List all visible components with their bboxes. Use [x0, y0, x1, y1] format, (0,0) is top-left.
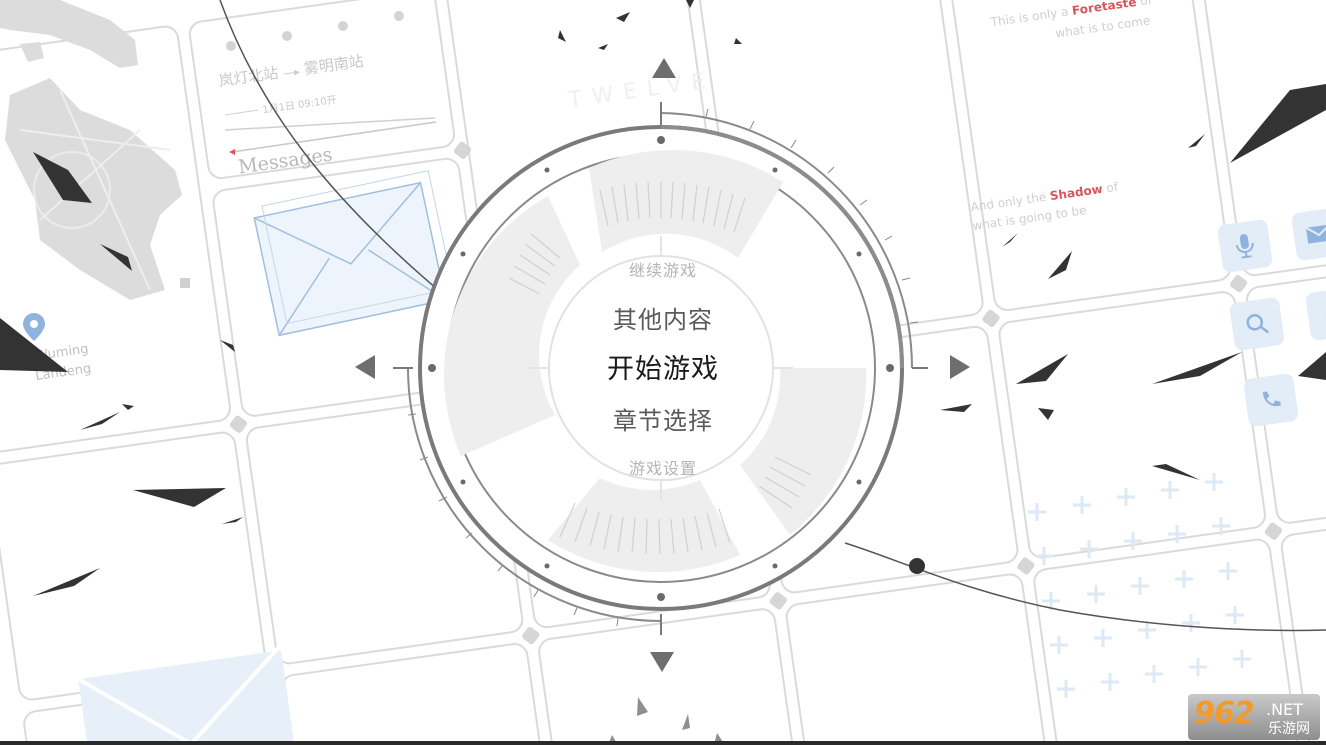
- phone-app-icon: [1242, 372, 1300, 428]
- menu-item-start-game[interactable]: 开始游戏: [607, 354, 719, 385]
- location-pin-icon: [23, 313, 45, 341]
- search-app-icon: [1228, 296, 1286, 352]
- mail-icon: [1305, 223, 1326, 244]
- falling-shards: [0, 0, 1326, 596]
- arrow-down-button[interactable]: [650, 652, 674, 672]
- watermark-suffix: .NET: [1266, 700, 1303, 719]
- site-watermark: 962 .NET 乐游网: [1188, 694, 1320, 740]
- menu-item-continue-game[interactable]: 继续游戏: [628, 261, 697, 280]
- search-icon: [1246, 314, 1270, 334]
- phone-icon: [1262, 391, 1281, 407]
- microphone-app-icon: [1216, 218, 1274, 274]
- menu-item-other-content[interactable]: 其他内容: [613, 306, 713, 334]
- arrow-right-button[interactable]: [950, 355, 970, 379]
- curve-handle-dot: [909, 558, 925, 574]
- watermark-cn: 乐游网: [1268, 721, 1310, 737]
- microphone-icon: [1235, 234, 1254, 259]
- bottom-edge-bar: [0, 741, 1326, 745]
- arrow-left-button[interactable]: [355, 355, 375, 379]
- envelope-icon: [253, 170, 454, 337]
- mail-app-icon: [1290, 206, 1326, 262]
- arrow-up-button[interactable]: [652, 58, 676, 78]
- menu-item-game-settings[interactable]: 游戏设置: [628, 459, 697, 478]
- menu-item-chapter-select[interactable]: 章节选择: [613, 407, 713, 435]
- watermark-number: 962: [1194, 696, 1255, 731]
- plus-pattern: [1028, 473, 1251, 698]
